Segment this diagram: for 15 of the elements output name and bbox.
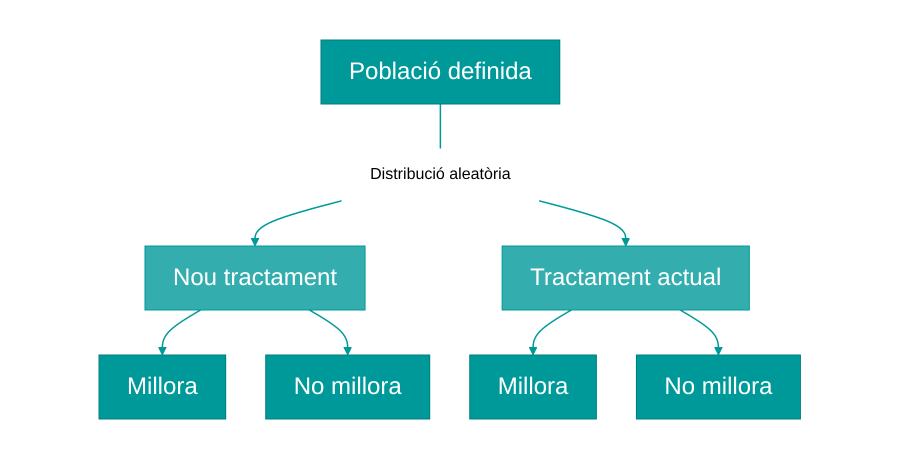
arrow	[250, 200, 343, 246]
node-box: Millora	[470, 354, 598, 420]
node-text: Distribució aleatòria	[370, 166, 511, 183]
node-box: Nou tractament	[144, 246, 366, 310]
arrow	[680, 309, 724, 356]
connector	[440, 104, 442, 149]
node-box: No millora	[636, 354, 802, 420]
arrow	[158, 309, 202, 356]
node-box: No millora	[265, 354, 430, 420]
node-box: Població definida	[320, 40, 561, 104]
arrow	[309, 309, 352, 356]
node-box: Tractament actual	[502, 246, 750, 310]
arrow	[528, 309, 572, 356]
arrow	[538, 200, 630, 246]
node-box: Millora	[98, 354, 226, 420]
